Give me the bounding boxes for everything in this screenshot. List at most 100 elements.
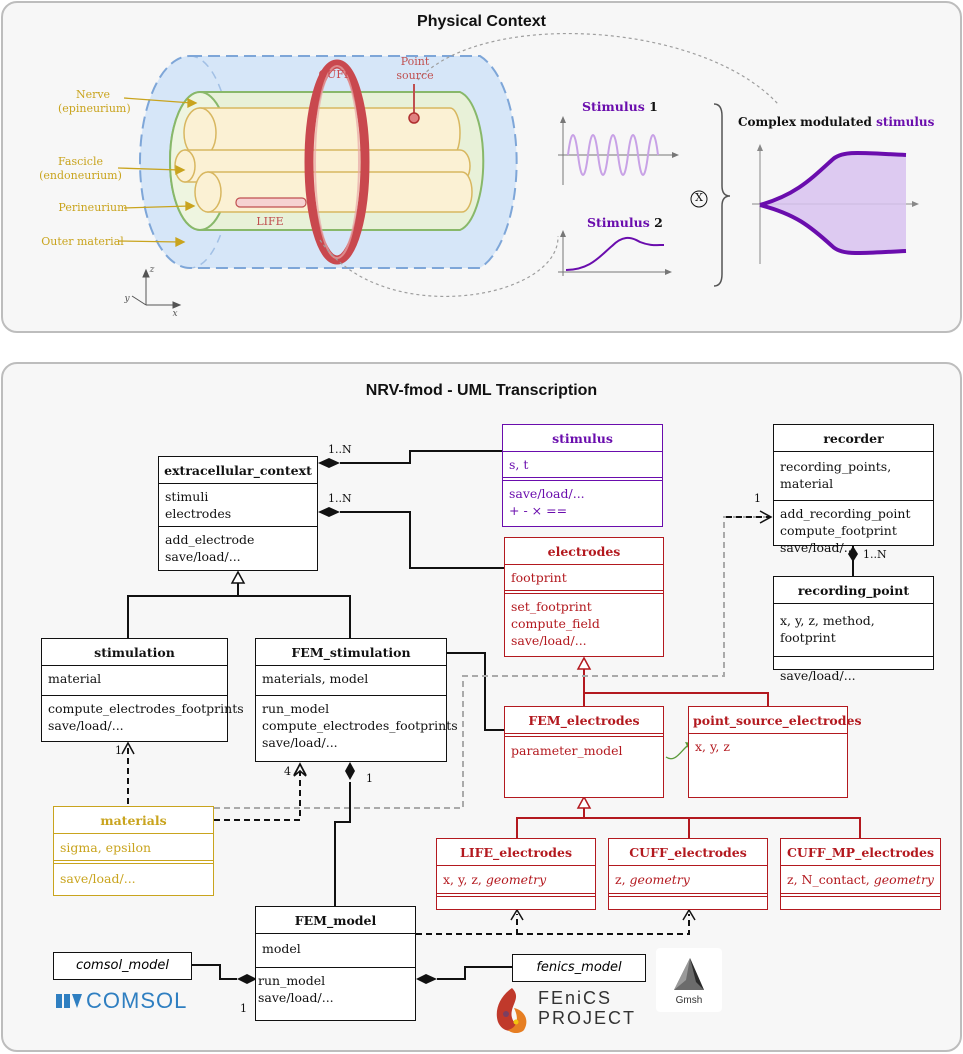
perineurium-label: Perineurium <box>58 201 128 214</box>
class-electrodes[interactable]: electrodes footprint set_footprint compu… <box>504 537 664 657</box>
method: save/load/... <box>165 549 241 564</box>
method: save/load/... <box>258 990 334 1005</box>
method: save/load/... <box>48 718 124 733</box>
external-fenics-model[interactable]: fenics_model <box>512 954 646 982</box>
mult-recording-point: 1..N <box>863 548 887 561</box>
comsol-logo: COMSOL <box>56 988 216 1014</box>
fascicle-label-line2: (endoneurium) <box>39 169 122 182</box>
class-fem-model[interactable]: FEM_model model run_model save/load/... <box>255 906 416 1021</box>
class-cuff-mp-electrodes-name: CUFF_MP_electrodes <box>781 839 940 866</box>
method: add_recording_point <box>780 506 911 521</box>
class-fem-stimulation[interactable]: FEM_stimulation materials, model run_mod… <box>255 638 458 762</box>
composition-diamond-comsol <box>237 974 257 984</box>
stimulus2-num: 2 <box>654 215 663 230</box>
attr: x, y, z, <box>443 872 486 887</box>
method: save/load/... <box>262 735 338 750</box>
method: run_model <box>262 701 330 716</box>
fenics-logo-text-line1: FEniCS <box>538 988 613 1008</box>
life-label: LIFE <box>256 215 284 228</box>
class-recording-point[interactable]: recording_point x, y, z, method, footpri… <box>773 576 934 683</box>
class-fem-model-attrs: model <box>256 934 415 968</box>
stimulus2-word: Stimulus <box>587 215 650 230</box>
point-source-marker <box>408 84 420 124</box>
attr: z, <box>615 872 630 887</box>
class-life-electrodes-name: LIFE_electrodes <box>437 839 595 866</box>
axes-triad <box>131 268 182 309</box>
attr-geometry: geometry <box>873 872 934 887</box>
class-stimulus-attrs: s, t <box>503 452 662 478</box>
class-stimulus-name: stimulus <box>503 425 662 452</box>
axis-y-label: y <box>124 294 130 304</box>
class-fem-electrodes-attrs: parameter_model <box>505 737 663 767</box>
class-materials-methods: save/load/... <box>54 864 213 891</box>
mult-materials-fem: 4 <box>284 765 291 778</box>
class-stimulation-methods: compute_electrodes_footprints save/load/… <box>42 696 244 738</box>
axis-x-label: x <box>172 309 178 319</box>
nerve-label-line2: (epineurium) <box>58 102 131 115</box>
attr: x, y, z <box>695 739 730 754</box>
class-materials-attrs: sigma, epsilon <box>54 834 213 861</box>
point-source-label: Point source <box>390 55 440 83</box>
multiply-symbol: X <box>695 191 703 204</box>
separator <box>503 478 662 481</box>
class-recorder-attrs: recording_points, material <box>774 452 933 501</box>
mult-materials-stimulation: 1 <box>115 744 122 757</box>
inherit-triangle-electrodes <box>576 656 592 670</box>
class-stimulation[interactable]: stimulation material compute_electrodes_… <box>41 638 244 742</box>
attr: material <box>48 671 102 686</box>
class-cuff-mp-electrodes[interactable]: CUFF_MP_electrodes z, N_contact, geometr… <box>780 838 941 910</box>
class-fem-stimulation-name: FEM_stimulation <box>256 639 446 666</box>
class-recorder[interactable]: recorder recording_points, material add_… <box>773 424 934 555</box>
mult-comsol: 1 <box>240 1002 247 1015</box>
class-cuff-electrodes-attrs: z, geometry <box>609 866 767 894</box>
composition-diamond-fem-model <box>345 762 355 780</box>
stimulus1-plot <box>558 116 679 185</box>
separator <box>505 591 663 594</box>
context-dashed-links <box>319 33 779 297</box>
comsol-logo-text: COMSOL <box>86 988 188 1013</box>
class-extracellular-context-attrs: stimuli electrodes <box>159 484 317 527</box>
attr: z, N_contact, <box>787 872 874 887</box>
class-fem-electrodes-name: FEM_electrodes <box>505 707 663 734</box>
separator <box>437 894 595 897</box>
class-cuff-mp-electrodes-attrs: z, N_contact, geometry <box>781 866 940 894</box>
class-stimulus[interactable]: stimulus s, t save/load/... + - × == <box>502 424 663 527</box>
class-stimulation-attrs: material <box>42 666 227 696</box>
class-extracellular-context[interactable]: extracellular_context stimuli electrodes… <box>158 456 318 571</box>
class-recording-point-methods: save/load/... <box>774 657 933 688</box>
attr: s, t <box>509 457 529 472</box>
stimulus1-word: Stimulus <box>582 99 645 114</box>
separator <box>609 894 767 897</box>
separator <box>781 894 940 897</box>
class-fem-electrodes[interactable]: FEM_electrodes parameter_model <box>504 706 664 798</box>
inherit-triangle-fem-electrodes <box>576 795 592 809</box>
separator <box>54 861 213 864</box>
class-fem-model-methods: run_model save/load/... <box>256 968 415 1010</box>
gmsh-logo: Gmsh <box>656 948 722 1012</box>
mult-stimulus: 1..N <box>328 443 352 456</box>
external-comsol-model[interactable]: comsol_model <box>53 952 192 980</box>
class-recording-point-name: recording_point <box>774 577 933 604</box>
class-fem-stimulation-attrs: materials, model <box>256 666 446 696</box>
method: set_footprint <box>511 599 592 614</box>
complex-stimulus-plot <box>752 144 919 264</box>
complex-stimulus-title: Complex modulated stimulus <box>738 115 934 129</box>
fenics-logo-icon <box>496 988 527 1033</box>
class-life-electrodes[interactable]: LIFE_electrodes x, y, z, geometry <box>436 838 596 910</box>
physical-context-title: Physical Context <box>417 13 546 30</box>
outer-material-label: Outer material <box>41 235 124 248</box>
method: compute_field <box>511 616 600 631</box>
method: compute_electrodes_footprints <box>262 718 458 733</box>
class-materials[interactable]: materials sigma, epsilon save/load/... <box>53 806 214 896</box>
method: save/load/... <box>780 540 856 555</box>
fenics-logo-text-line2: PROJECT <box>538 1008 637 1028</box>
class-cuff-electrodes[interactable]: CUFF_electrodes z, geometry <box>608 838 768 910</box>
point-source-label-line1: Point <box>400 55 430 68</box>
class-point-source-electrodes[interactable]: point_source_electrodes x, y, z <box>688 706 862 798</box>
class-extracellular-context-name: extracellular_context <box>159 457 317 484</box>
class-fem-model-name: FEM_model <box>256 907 415 934</box>
class-electrodes-name: electrodes <box>505 538 663 565</box>
stimulus2-title: Stimulus 2 <box>587 215 663 230</box>
class-life-electrodes-attrs: x, y, z, geometry <box>437 866 595 894</box>
